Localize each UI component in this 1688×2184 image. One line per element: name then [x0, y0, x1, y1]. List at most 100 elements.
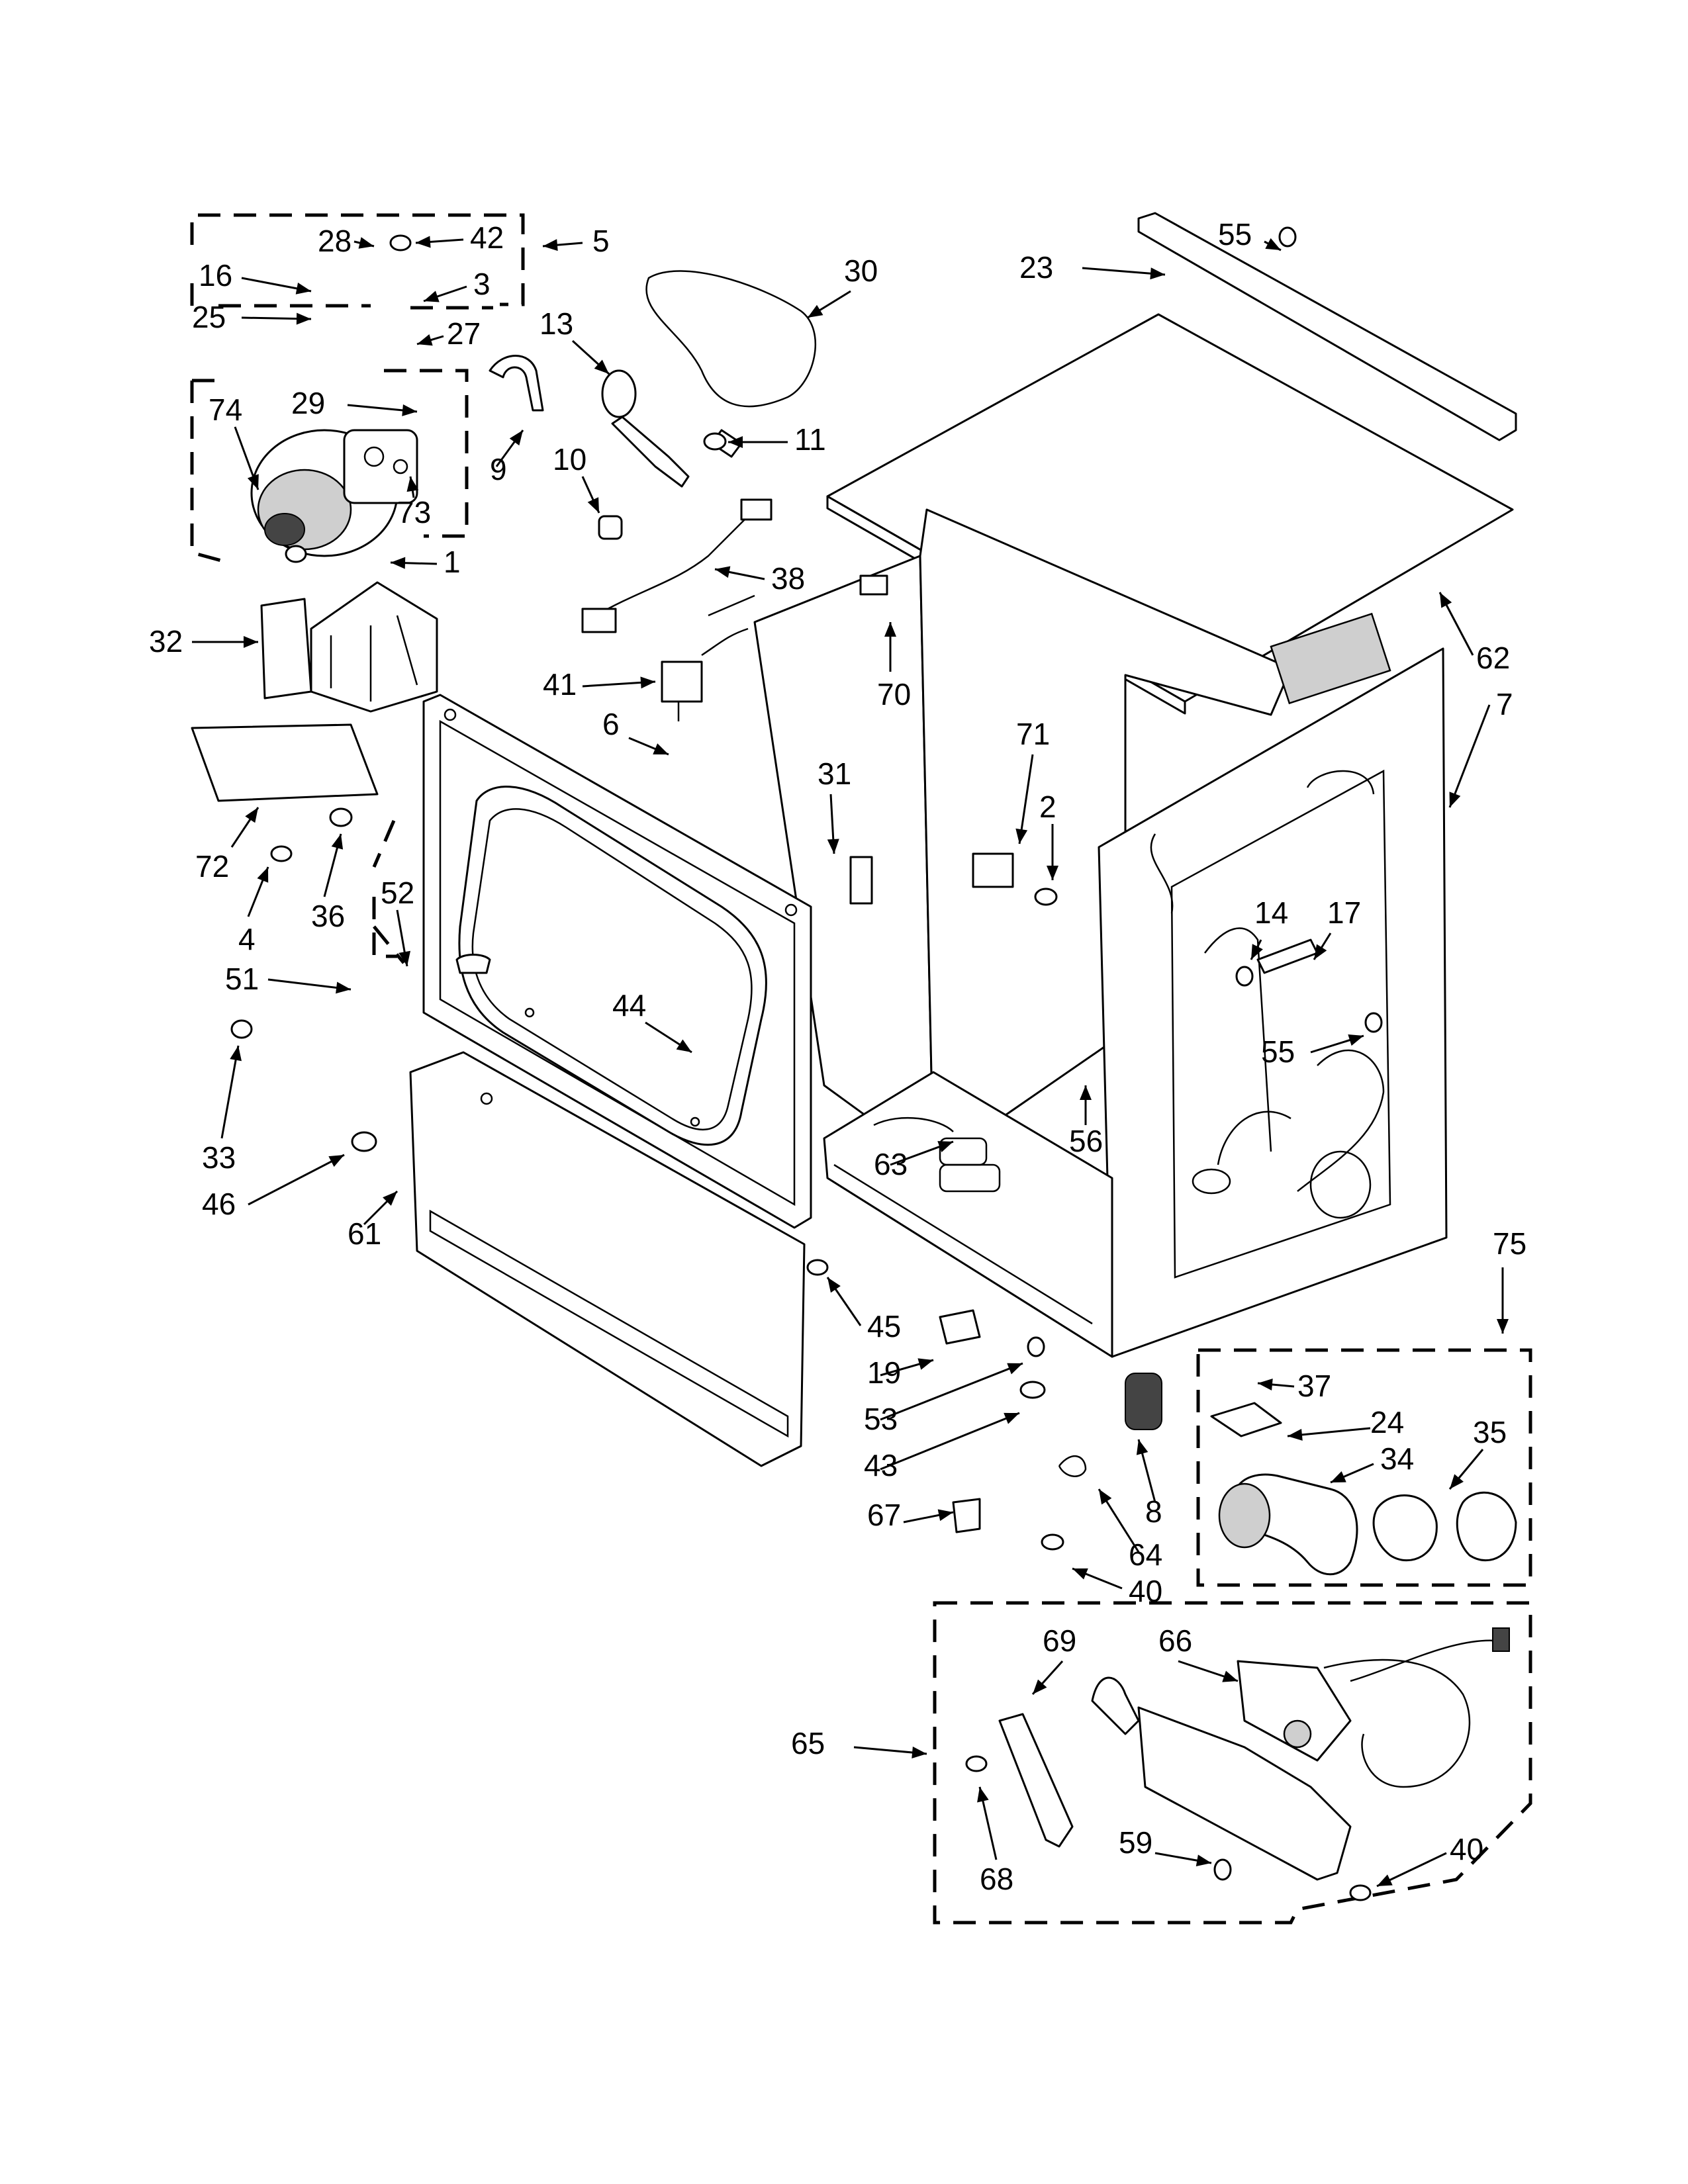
leader-arrowhead — [424, 291, 440, 302]
leader-arrowhead — [676, 1039, 692, 1052]
callout-11: 11 — [794, 422, 826, 457]
leader-arrowhead — [1377, 1874, 1393, 1886]
callout-56: 56 — [1069, 1124, 1103, 1158]
callout-72: 72 — [195, 849, 229, 884]
leader-arrowhead — [1450, 1474, 1464, 1489]
callout-55: 55 — [1218, 217, 1252, 251]
leader-arrowhead — [1099, 1489, 1112, 1505]
leader-arrowhead — [1196, 1854, 1211, 1867]
belt — [645, 270, 816, 408]
leader-arrowhead — [827, 839, 839, 854]
callout-61: 61 — [348, 1216, 381, 1251]
cabinet-body — [753, 508, 1448, 1358]
leader-arrowhead — [245, 807, 258, 823]
leader-arrowhead — [912, 1747, 927, 1758]
leader-arrowhead — [977, 1787, 989, 1803]
callout-3: 3 — [473, 267, 491, 301]
leader-arrowhead — [1047, 866, 1058, 880]
callout-40: 40 — [1129, 1574, 1162, 1608]
leader-arrowhead — [1265, 238, 1281, 250]
leader-arrowhead — [1314, 944, 1327, 960]
callout-10: 10 — [553, 442, 586, 477]
leader-arrowhead — [383, 1191, 397, 1206]
leader-arrowhead — [402, 404, 417, 416]
leader-arrowhead — [328, 1155, 344, 1167]
callout-13: 13 — [539, 306, 573, 341]
callout-53: 53 — [864, 1402, 898, 1436]
callout-73: 73 — [397, 495, 431, 529]
leader-arrowhead — [884, 622, 896, 637]
idler-arm — [601, 369, 743, 488]
callout-17: 17 — [1327, 895, 1361, 930]
leader-arrowhead — [1348, 1034, 1364, 1046]
leader-lines — [192, 236, 1509, 1888]
leader-arrowhead — [653, 743, 669, 754]
leader-arrowhead — [1080, 1085, 1092, 1100]
callout-5: 5 — [592, 224, 610, 258]
leader-line — [880, 1412, 1020, 1471]
leader-arrowhead — [715, 566, 731, 578]
leader-arrowhead — [1033, 1679, 1047, 1694]
callout-59: 59 — [1119, 1825, 1152, 1860]
callout-7: 7 — [1496, 687, 1513, 721]
callout-6: 6 — [602, 707, 620, 741]
callout-9: 9 — [490, 452, 507, 486]
leader-arrowhead — [1449, 792, 1461, 807]
front-panel — [422, 694, 812, 1229]
leader-arrowhead — [295, 283, 311, 295]
burner-assembly — [998, 1627, 1510, 1881]
callout-2: 2 — [1039, 790, 1056, 824]
callout-65: 65 — [791, 1726, 825, 1760]
leader-arrowhead — [1440, 592, 1452, 608]
leader-arrowhead — [509, 430, 523, 446]
callout-36: 36 — [311, 899, 345, 933]
callout-25: 25 — [192, 300, 226, 334]
drive-motor — [250, 429, 418, 557]
callout-51: 51 — [225, 962, 259, 996]
leader-arrowhead — [808, 304, 823, 318]
callout-38: 38 — [771, 561, 805, 596]
callout-37: 37 — [1297, 1369, 1331, 1403]
callout-52: 52 — [381, 876, 414, 910]
leader-arrowhead — [1136, 1439, 1149, 1455]
callout-34: 34 — [1380, 1441, 1414, 1476]
top-rail — [1137, 212, 1517, 441]
callout-14: 14 — [1254, 895, 1288, 930]
callout-75: 75 — [1493, 1226, 1526, 1261]
callout-23: 23 — [1019, 250, 1053, 285]
callout-55-lower: 55 — [1261, 1034, 1295, 1069]
leader-arrowhead — [391, 557, 406, 569]
callout-68: 68 — [980, 1862, 1013, 1896]
callout-70: 70 — [877, 677, 911, 711]
callout-8: 8 — [1145, 1494, 1162, 1529]
leader-arrowhead — [917, 1358, 933, 1370]
callout-35: 35 — [1473, 1415, 1507, 1449]
leader-arrowhead — [543, 239, 558, 251]
leader-arrowhead — [594, 359, 609, 374]
leader-arrowhead — [406, 477, 419, 492]
leader-arrowhead — [244, 636, 258, 648]
leader-arrowhead — [937, 1141, 953, 1153]
callout-31: 31 — [818, 756, 851, 791]
leader-arrowhead — [416, 236, 431, 248]
callout-69: 69 — [1043, 1623, 1076, 1658]
callout-40-lower: 40 — [1450, 1832, 1483, 1866]
callout-63: 63 — [874, 1147, 908, 1181]
leader-arrowhead — [399, 950, 411, 966]
leader-arrowhead — [640, 676, 655, 689]
callout-64: 64 — [1129, 1537, 1162, 1572]
callout-1: 1 — [444, 545, 461, 579]
leader-arrowhead — [728, 436, 743, 448]
leader-arrowhead — [417, 334, 433, 346]
toe-panel — [409, 1051, 806, 1467]
leader-arrowhead — [937, 1509, 953, 1522]
leader-arrowhead — [1072, 1568, 1088, 1580]
leader-arrowhead — [1258, 1379, 1273, 1390]
callout-71: 71 — [1016, 717, 1050, 751]
callouts: 28 42 5 16 3 25 27 30 13 23 55 74 29 9 1… — [149, 217, 1526, 1896]
leader-arrowhead — [230, 1046, 242, 1062]
callout-4: 4 — [238, 922, 256, 956]
callout-32: 32 — [149, 624, 183, 659]
callout-27: 27 — [447, 316, 481, 351]
